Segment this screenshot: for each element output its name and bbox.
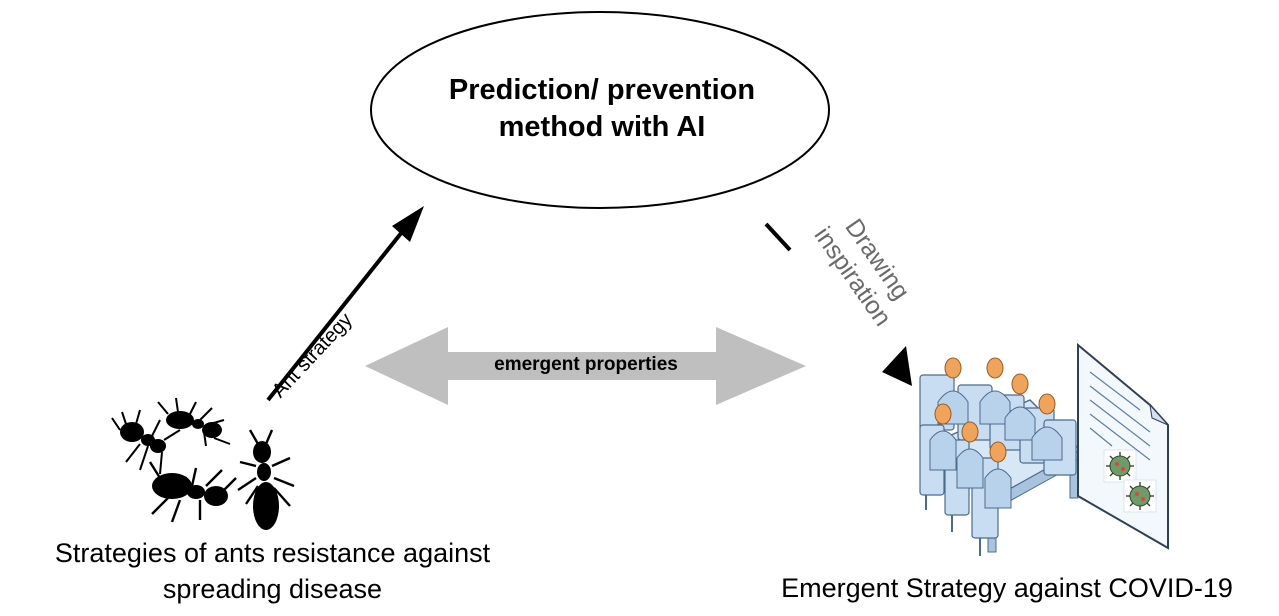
ants-caption: Strategies of ants resistance against sp…	[0, 535, 545, 607]
emergent-properties-double-arrow	[365, 327, 806, 405]
covid-caption: Emergent Strategy against COVID-19	[781, 573, 1233, 603]
ant-strategy-arrow	[266, 206, 424, 402]
virus-icon	[1103, 449, 1157, 513]
center-node-title: Prediction/ prevention method with AI	[372, 72, 832, 146]
meeting-room-icon	[919, 357, 1082, 556]
emergent-properties-label: emergent properties	[494, 354, 678, 375]
document-icon	[1077, 342, 1169, 550]
center-node-line1: Prediction/ prevention	[448, 74, 756, 106]
ants-caption-line1: Strategies of ants resistance against	[54, 538, 491, 568]
center-node-line2: method with AI	[498, 111, 706, 143]
ants-caption-line2: spreading disease	[162, 574, 383, 604]
ants-icon	[111, 397, 295, 530]
drawing-inspiration-arrow	[764, 222, 912, 386]
center-ellipse	[370, 11, 830, 209]
